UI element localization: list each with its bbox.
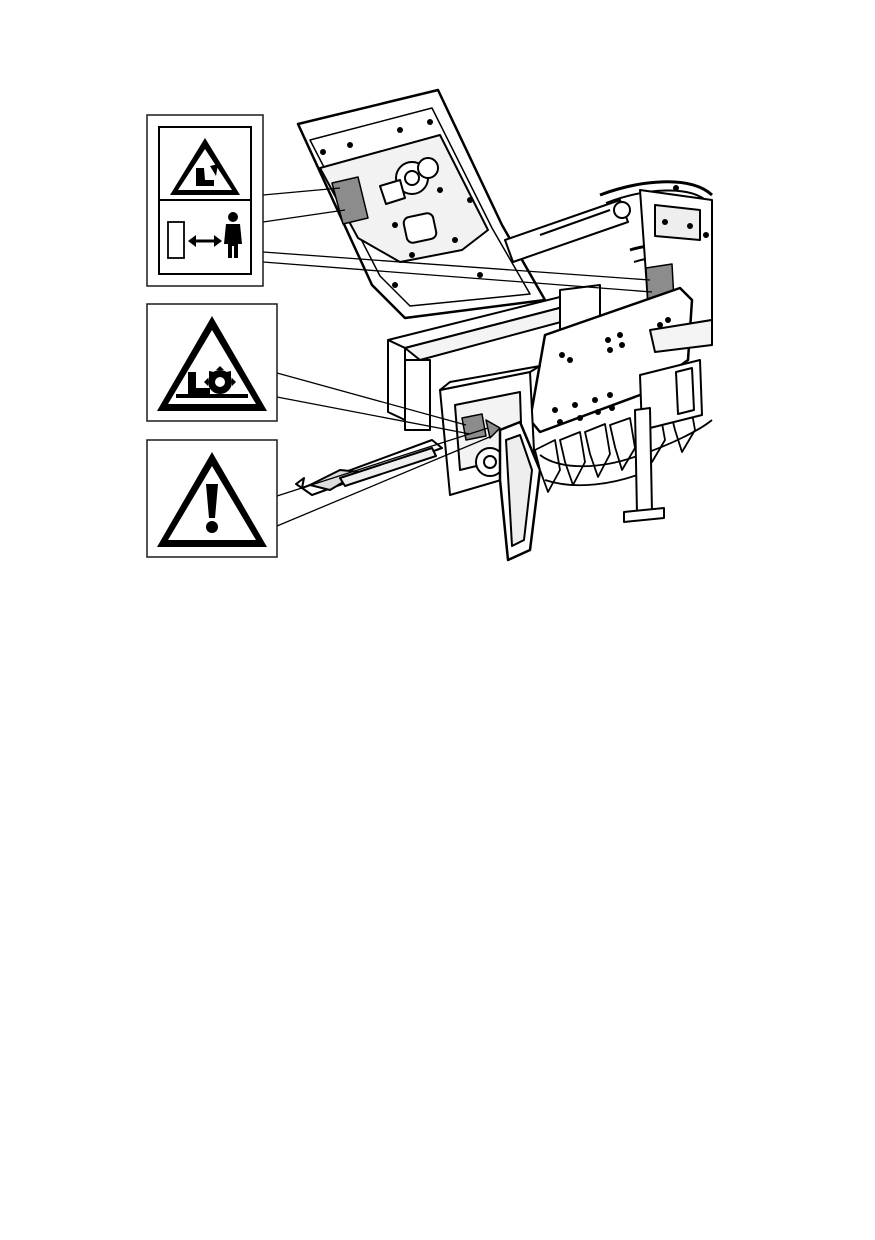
hydraulic-cylinder bbox=[504, 180, 714, 331]
leader-lines bbox=[262, 187, 653, 527]
leader-panel2-to-gearbox-2 bbox=[276, 396, 471, 435]
label-patch-gearbox-2 bbox=[485, 419, 501, 439]
safety-label-panel-2 bbox=[146, 303, 278, 422]
leader-panel1-to-plate bbox=[262, 187, 341, 196]
mounting-plate bbox=[296, 88, 547, 320]
machine-drawing bbox=[295, 88, 714, 562]
safety-label-panel-1 bbox=[146, 114, 264, 287]
leveling-bar bbox=[295, 439, 443, 496]
safety-label-panel-3 bbox=[146, 439, 278, 558]
safety-distance-icon bbox=[167, 212, 242, 259]
leader-panel3-to-gearbox-2 bbox=[276, 435, 493, 527]
foot-crush-warning-icon bbox=[170, 138, 240, 195]
rotating-blade-warning-icon bbox=[157, 316, 267, 411]
end-skid-plate bbox=[498, 420, 542, 562]
leader-panel2-to-gearbox bbox=[276, 372, 467, 426]
general-warning-icon bbox=[157, 452, 267, 547]
depth-bracket bbox=[639, 319, 713, 431]
label-patch-gearbox bbox=[461, 413, 487, 441]
leader-panel1-to-frame-2 bbox=[262, 261, 653, 293]
parking-stand bbox=[623, 407, 665, 523]
leader-panel1-to-frame bbox=[262, 251, 651, 281]
leader-panel1-to-plate-2 bbox=[262, 209, 346, 223]
leader-panel3-to-gearbox bbox=[276, 427, 489, 497]
